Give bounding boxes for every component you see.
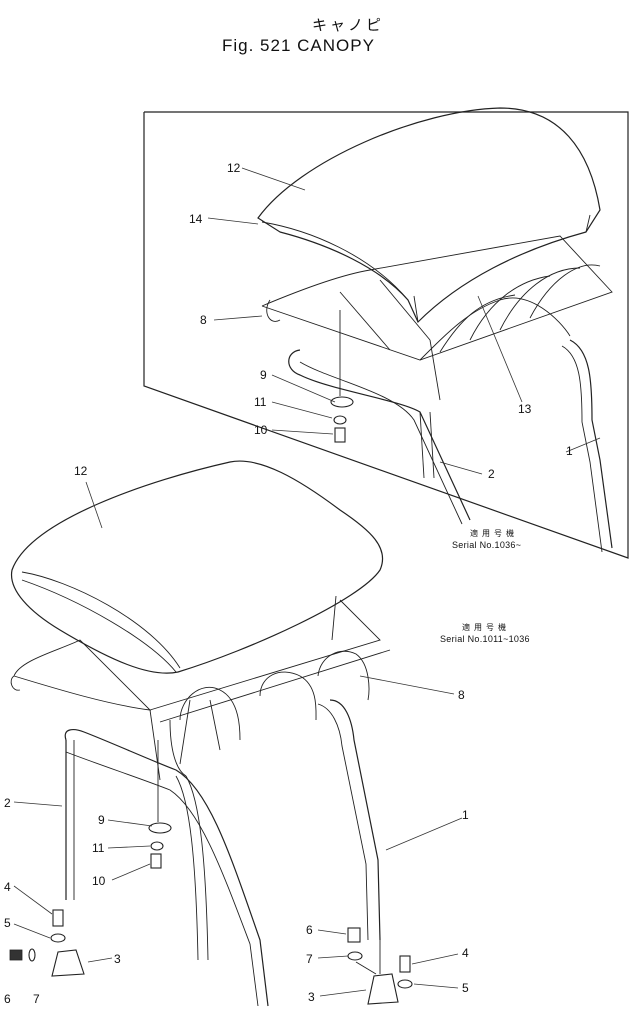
inset-frame xyxy=(143,111,629,559)
main-washer-5-left xyxy=(50,933,66,943)
main-callout-3-left: 3 xyxy=(114,952,121,966)
title-japanese: キャノピ xyxy=(312,17,385,34)
main-callout-12: 12 xyxy=(74,464,88,478)
main-callout-5-right: 5 xyxy=(462,981,469,995)
inset-callout-11: 11 xyxy=(254,395,267,409)
inset-callout-13: 13 xyxy=(518,402,532,416)
inset-callout-8: 8 xyxy=(200,313,207,327)
main-callout-5-left: 5 xyxy=(4,916,11,930)
main-callout-10: 10 xyxy=(92,874,106,888)
inset-callout-9: 9 xyxy=(260,368,267,382)
main-bolt-10 xyxy=(150,853,162,869)
inset-post-2 xyxy=(288,349,471,521)
main-bolt-6-right xyxy=(347,927,361,943)
main-callout-1: 1 xyxy=(462,808,469,822)
main-serial: Serial No.1011~1036 xyxy=(440,634,530,644)
main-washer-7-left xyxy=(28,948,36,962)
main-post-2-inner xyxy=(65,751,259,1007)
inset-post-1 xyxy=(569,339,613,549)
main-washer-11 xyxy=(150,841,164,851)
main-callout-7-left: 7 xyxy=(33,992,40,1006)
inset-frame-rails xyxy=(261,235,613,401)
inset-clamp-9 xyxy=(330,396,354,408)
main-clamp-9 xyxy=(148,822,172,834)
main-callout-6-left: 6 xyxy=(4,992,11,1006)
inset-callout-10: 10 xyxy=(254,423,268,437)
main-callout-6-right: 6 xyxy=(306,923,313,937)
main-roof xyxy=(10,460,384,674)
main-callout-2: 2 xyxy=(4,796,11,810)
main-post-1-inner xyxy=(317,703,369,941)
main-bracket-3-left xyxy=(51,949,85,977)
main-callout-11: 11 xyxy=(92,841,105,855)
main-callout-9: 9 xyxy=(98,813,105,827)
main-callout-4-left: 4 xyxy=(4,880,11,894)
inset-callout-2: 2 xyxy=(488,467,495,481)
main-callout-4-right: 4 xyxy=(462,946,469,960)
inset-serial: Serial No.1036~ xyxy=(452,540,522,550)
inset-post-2b xyxy=(419,411,425,479)
main-callout-8: 8 xyxy=(458,688,465,702)
main-post-1 xyxy=(329,699,381,941)
main-bolt-4-left xyxy=(52,909,64,927)
main-washer-5-right xyxy=(397,979,413,989)
main-post-1-far2 xyxy=(185,775,209,961)
main-serial-japanese: 適用号機 xyxy=(462,623,510,632)
inset-washer-11 xyxy=(333,415,347,425)
page-title: Fig. 521 CANOPY xyxy=(222,36,375,55)
main-washer-7-right xyxy=(347,951,363,961)
inset-post-2b-inner xyxy=(429,411,435,479)
inset-post-1-inner xyxy=(561,345,603,553)
main-bolt-6-left xyxy=(9,949,23,961)
inset-bolt-10 xyxy=(334,427,346,443)
main-post-1-far xyxy=(175,775,199,961)
main-callout-7-right: 7 xyxy=(306,952,313,966)
main-post-2 xyxy=(64,729,269,1007)
inset-roof xyxy=(257,107,601,324)
inset-post-2-inner xyxy=(299,361,463,525)
inset-callout-14: 14 xyxy=(189,212,203,226)
main-bolt-4-right xyxy=(399,955,411,973)
inset-serial-japanese: 適用号機 xyxy=(470,529,518,538)
inset-callout-12: 12 xyxy=(227,161,241,175)
inset-callout-1: 1 xyxy=(566,444,573,458)
main-bracket-3-right xyxy=(367,973,399,1005)
main-callout-3-right: 3 xyxy=(308,990,315,1004)
